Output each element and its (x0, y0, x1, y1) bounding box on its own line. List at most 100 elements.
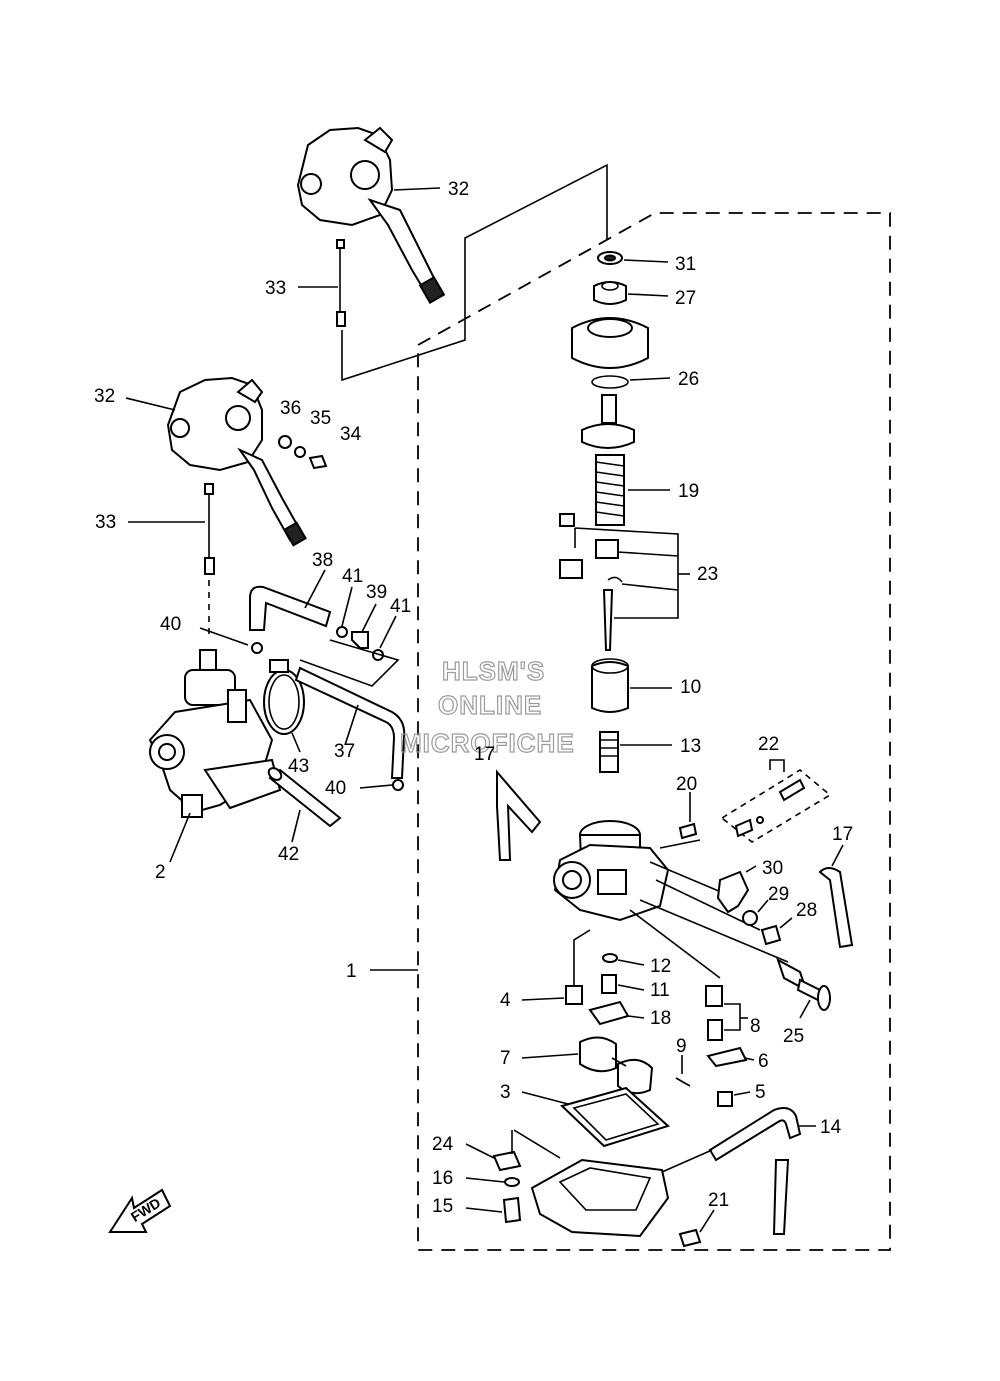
clip-41a (336, 626, 348, 638)
plunger-cap (581, 394, 635, 449)
callout-21: 21 (708, 1190, 729, 1211)
callout-19: 19 (678, 481, 699, 502)
watermark-line2: ONLINE (438, 690, 542, 720)
callout-40a: 40 (160, 614, 181, 635)
fwd-arrow: FWD (108, 1188, 172, 1233)
callout-33a: 33 (265, 278, 286, 299)
leader-40a (199, 627, 249, 646)
float-7 (579, 1036, 654, 1095)
leader-22 (769, 759, 785, 772)
throttle-body-left (166, 376, 307, 547)
leader-32b (125, 397, 176, 411)
bracket-23 (574, 527, 679, 619)
throttle-cable-top (336, 239, 346, 327)
callout-18: 18 (650, 1008, 671, 1029)
jet-13 (599, 731, 619, 773)
leader-40b (359, 784, 393, 789)
leader-42 (291, 809, 301, 843)
hose-37 (294, 666, 406, 779)
leader-6 (744, 1057, 755, 1061)
callout-39: 39 (366, 582, 387, 603)
leader-27 (627, 293, 669, 297)
callout-9: 9 (676, 1036, 687, 1057)
callout-3: 3 (500, 1082, 511, 1103)
leader-3 (521, 1091, 569, 1105)
callout-33b: 33 (95, 512, 116, 533)
screw-15 (502, 1196, 522, 1224)
hose-14 (708, 1107, 802, 1162)
spring-19 (595, 454, 625, 526)
carburetor-assembled (148, 649, 282, 818)
screw-22a (778, 778, 806, 802)
leader-30 (745, 865, 757, 873)
jet-4 (565, 985, 583, 1005)
hose-38 (249, 585, 332, 631)
oring-26 (591, 375, 629, 389)
callout-25: 25 (783, 1026, 804, 1047)
callout-35: 35 (310, 408, 331, 429)
callout-4: 4 (500, 990, 511, 1011)
washer-36 (278, 435, 292, 449)
jet-8b (707, 1019, 723, 1041)
callout-43: 43 (288, 756, 309, 777)
leader-2 (169, 812, 191, 863)
callout-13: 13 (680, 736, 701, 757)
leader-12 (617, 959, 645, 966)
callout-15: 15 (432, 1196, 453, 1217)
callout-24: 24 (432, 1134, 454, 1155)
callout-11: 11 (650, 980, 670, 1001)
callout-32b: 32 (94, 386, 115, 407)
gasket-3 (560, 1086, 670, 1148)
callout-42: 42 (278, 844, 299, 865)
callout-32a: 32 (448, 179, 469, 200)
callout-10: 10 (680, 677, 701, 698)
nut-27 (593, 281, 627, 305)
screw-28 (760, 924, 782, 946)
callout-16: 16 (432, 1168, 453, 1189)
leader-28 (779, 917, 793, 929)
callout-41b: 41 (390, 596, 411, 617)
callout-1: 1 (346, 961, 357, 982)
callout-34: 34 (340, 424, 362, 445)
callout-37: 37 (334, 741, 355, 762)
leader-24 (465, 1143, 495, 1159)
callout-23: 23 (697, 564, 718, 585)
leader-8 (724, 1003, 741, 1031)
callout-17b: 17 (832, 824, 853, 845)
needle-clip-group-23 (559, 513, 623, 651)
screw-21 (678, 1228, 702, 1248)
clamp-43 (263, 659, 305, 735)
jet-11 (601, 974, 617, 994)
leader-41b (379, 615, 397, 649)
holder-18 (588, 1000, 630, 1026)
leader-39 (359, 603, 377, 637)
leader-4 (521, 997, 565, 1001)
leader-25 (799, 999, 811, 1019)
washer-29 (742, 910, 758, 926)
plate-6 (706, 1046, 748, 1068)
callout-14: 14 (820, 1117, 842, 1138)
callout-6: 6 (758, 1051, 769, 1072)
slide-10 (591, 661, 629, 713)
washer-12 (602, 953, 618, 963)
leader-7 (521, 1053, 579, 1059)
leader-15 (465, 1207, 503, 1213)
callout-41a: 41 (342, 566, 363, 587)
screw-20 (678, 822, 698, 840)
assembly-boundary (417, 212, 891, 1251)
leader-32a (393, 187, 441, 191)
washer-16 (504, 1177, 520, 1187)
callout-7: 7 (500, 1048, 511, 1069)
callout-40b: 40 (325, 778, 346, 799)
leader-29 (757, 899, 769, 913)
callout-22: 22 (758, 734, 779, 755)
callout-26: 26 (678, 369, 699, 390)
callout-29: 29 (768, 884, 789, 905)
callout-8: 8 (750, 1016, 761, 1037)
hose-17b (818, 867, 854, 949)
link-line-31 (341, 163, 608, 382)
clip-40b (392, 779, 404, 791)
watermark-line3: MICROFICHE (400, 728, 575, 758)
clip-40a (251, 642, 263, 654)
clip-30 (716, 870, 750, 914)
